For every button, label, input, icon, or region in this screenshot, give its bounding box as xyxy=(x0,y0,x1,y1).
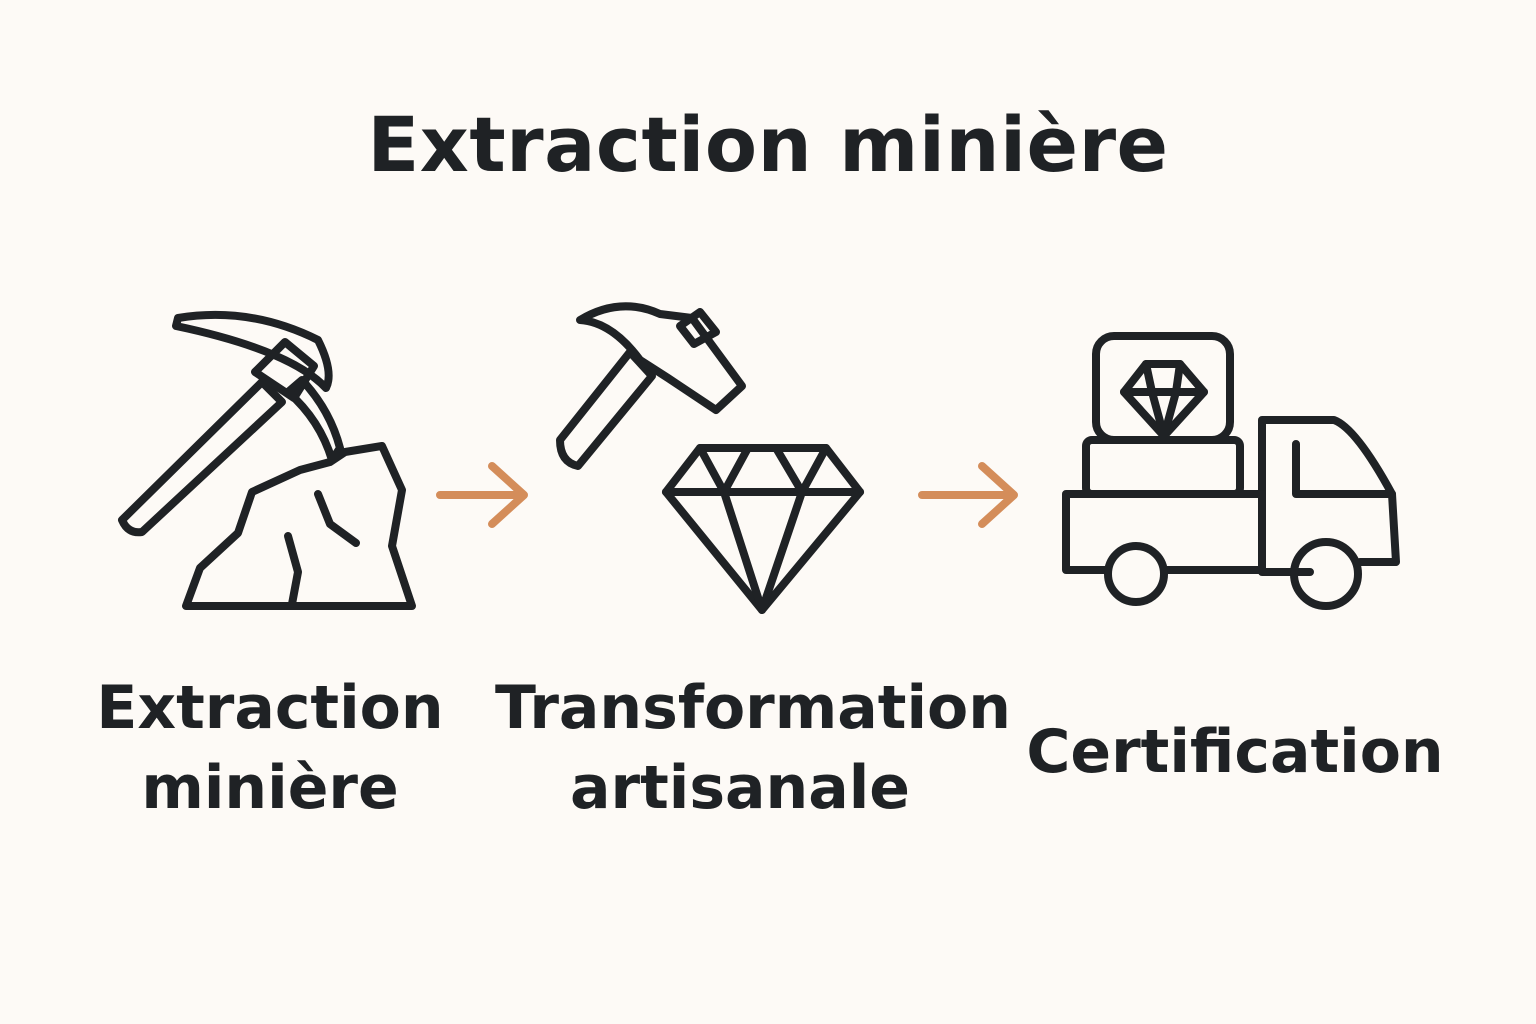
truck-diamond-icon xyxy=(1062,332,1400,610)
step-label-certification: Certification xyxy=(1026,717,1444,787)
step-label-extraction: Extraction minière xyxy=(96,673,444,823)
arrow-right-icon xyxy=(918,462,1018,528)
pickaxe-rock-icon xyxy=(118,310,416,610)
step-label-transformation: Transformation artisanale xyxy=(495,673,1011,823)
arrow-right-icon xyxy=(436,462,528,528)
hammer-diamond-icon xyxy=(556,302,864,614)
diagram-title: Extraction minière xyxy=(367,100,1169,189)
